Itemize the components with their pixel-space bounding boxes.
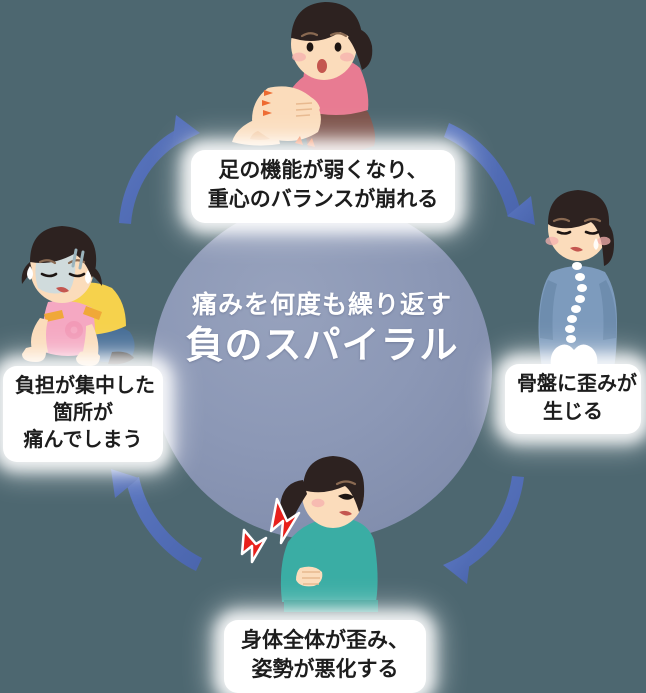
step-label-left-line1: 負担が集中した xyxy=(15,375,155,397)
step-label-top-line1: 足の機能が弱くなり、 xyxy=(218,159,428,182)
center-title-line2: 負のスパイラル xyxy=(185,325,459,368)
step-label-bottom-line2: 姿勢が悪化する xyxy=(251,657,399,681)
step-label-bottom: 身体全体が歪み、 姿勢が悪化する xyxy=(224,620,426,693)
step-label-top: 足の機能が弱くなり、 重心のバランスが崩れる xyxy=(191,150,455,223)
step-label-left-line2: 箇所が xyxy=(53,402,113,424)
arrow-top-to-right xyxy=(444,123,535,225)
step-label-top-line2: 重心のバランスが崩れる xyxy=(207,187,439,211)
step-label-bottom-line1: 身体全体が歪み、 xyxy=(241,629,409,652)
arrow-right-to-bottom xyxy=(443,476,524,584)
arrow-bottom-to-left xyxy=(111,469,202,571)
arrow-top-left-to-top xyxy=(119,115,200,224)
step-label-left: 負担が集中した 箇所が 痛んでしまう xyxy=(3,366,163,462)
step-label-left-line3: 痛んでしまう xyxy=(23,429,143,451)
illustration-right-pelvis-distortion xyxy=(538,190,617,379)
illustration-left-exhausted-woman xyxy=(21,226,135,366)
step-label-right: 骨盤に歪みが 生じる xyxy=(505,364,641,435)
step-label-right-line1: 骨盤に歪みが xyxy=(517,373,637,395)
center-title: 痛みを何度も繰り返す 負のスパイラル xyxy=(152,290,492,371)
center-title-line1: 痛みを何度も繰り返す xyxy=(191,291,452,319)
step-label-right-line2: 生じる xyxy=(543,400,603,423)
illustration-top-girl-knee-pain xyxy=(232,2,376,153)
